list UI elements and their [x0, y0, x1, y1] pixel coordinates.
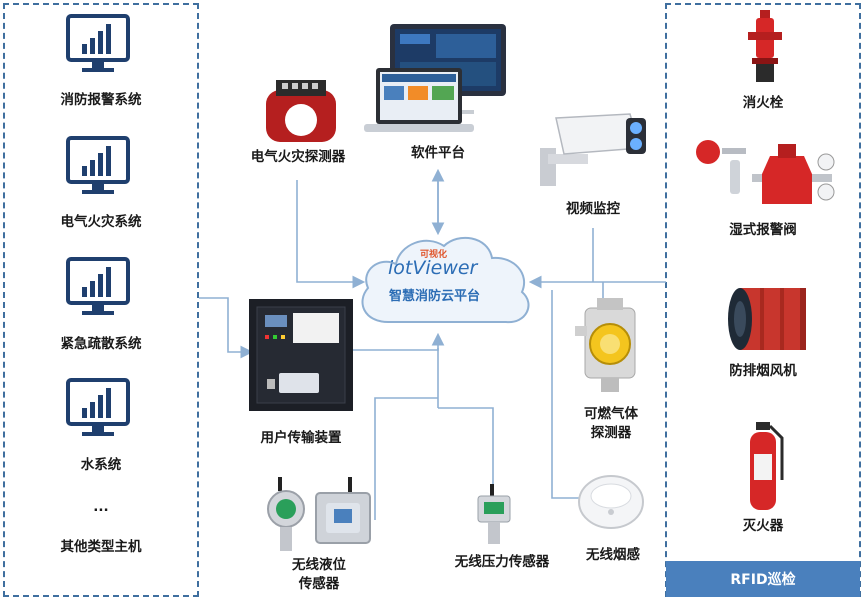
fire-hydrant-icon: [748, 10, 782, 82]
gas-detector-label-line1: 可燃气体: [584, 406, 638, 422]
user-transmission-device-icon: [249, 299, 353, 411]
system-label: 消防报警系统: [60, 92, 142, 108]
gas-detector-label-line2: 探测器: [590, 425, 632, 441]
monitor-chart-icon: [66, 257, 130, 315]
monitor-chart-icon: [66, 136, 130, 194]
wet-alarm-valve-icon: [696, 140, 835, 204]
other-host-label: 其他类型主机: [60, 539, 142, 555]
wireless-level-sensor-icon: [267, 477, 371, 551]
rfid-inspection-bar: RFID巡检: [666, 561, 860, 597]
wireless-pressure-sensor-icon: [477, 484, 511, 544]
user-transmission-device-label: 用户传输装置: [260, 430, 342, 446]
system-label: 紧急疏散系统: [60, 336, 142, 352]
monitor-chart-icon: [66, 378, 130, 436]
smoke-detector-icon: [578, 475, 644, 529]
system-label: 电气火灾系统: [60, 214, 142, 230]
wireless-pressure-sensor-label: 无线压力传感器: [454, 554, 550, 570]
software-platform-screens-icon: [364, 24, 506, 132]
fire-extinguisher-icon: [750, 422, 784, 510]
electrical-fire-detector-icon: [266, 80, 336, 142]
monitor-chart-icon: [66, 14, 130, 72]
wireless-smoke-label: 无线烟感: [586, 547, 640, 563]
right-item-label: 灭火器: [742, 518, 784, 534]
ellipsis: ...: [93, 499, 109, 515]
gas-detector-icon: [575, 298, 636, 392]
right-item-label: 消火栓: [742, 95, 784, 111]
video-monitor-label: 视频监控: [566, 201, 620, 217]
electrical-fire-detector-label: 电气火灾探测器: [250, 149, 346, 165]
cloud-icon: [361, 237, 530, 324]
system-label: 水系统: [80, 457, 122, 473]
smoke-exhaust-fan-icon: [728, 288, 806, 350]
left-systems-panel: [3, 3, 199, 597]
iotviewer-logo-top: 可视化: [420, 250, 448, 260]
right-item-label: 防排烟风机: [729, 363, 797, 379]
wireless-level-sensor-label-line1: 无线液位: [292, 557, 346, 573]
cloud-platform-title: 智慧消防云平台: [389, 289, 481, 304]
software-platform-label: 软件平台: [411, 145, 465, 161]
right-item-label: 湿式报警阀: [729, 222, 797, 238]
video-camera-icon: [540, 113, 646, 186]
iotviewer-logo: iotViewer: [388, 257, 478, 279]
wireless-level-sensor-label-line2: 传感器: [298, 576, 340, 592]
